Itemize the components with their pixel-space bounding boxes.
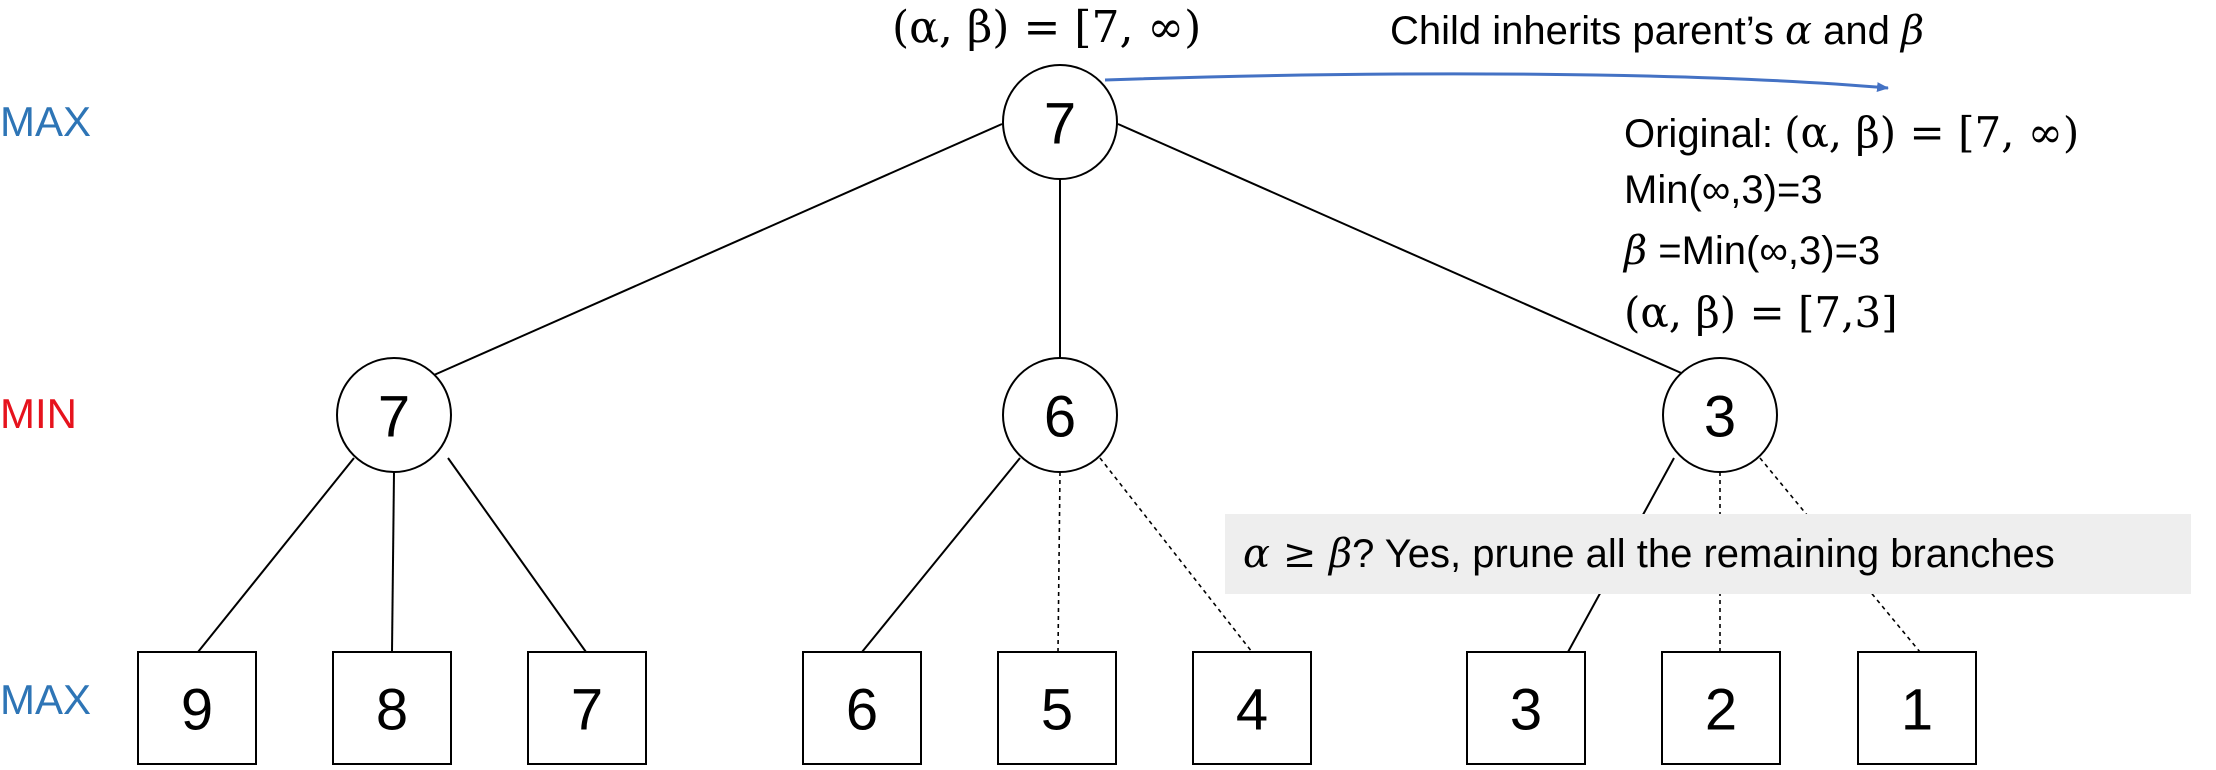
prune-callout: α ≥ β? Yes, prune all the remaining bran… xyxy=(1225,514,2191,594)
leaf-node-8 xyxy=(332,651,452,765)
calc-line-2: Min(∞,3)=3 xyxy=(1624,168,1823,212)
edge-min-left-to-leaf-7 xyxy=(447,457,587,653)
leaf-value-6: 6 xyxy=(846,678,878,743)
root-node xyxy=(1002,64,1118,180)
leaf-value-9: 9 xyxy=(181,678,213,743)
leaf-node-1 xyxy=(1857,651,1977,765)
inherit-arrow xyxy=(1104,72,1889,93)
edge-root-to-min-right xyxy=(1117,123,1689,377)
leaf-value-8: 8 xyxy=(376,678,408,743)
leaf-node-3 xyxy=(1466,651,1586,765)
leaf-value-3: 3 xyxy=(1510,678,1542,743)
min-node-middle-value: 6 xyxy=(1044,385,1076,450)
inherit-note-and: and xyxy=(1812,9,1902,53)
calc-line-3: β =Min(∞,3)=3 xyxy=(1624,228,1880,274)
leaf-node-2 xyxy=(1661,651,1781,765)
min-node-left-value: 7 xyxy=(378,385,410,450)
inherit-note-beta: β xyxy=(1901,8,1925,54)
edge-min-left-to-leaf-8 xyxy=(391,471,395,653)
level-label-min: MIN xyxy=(0,390,77,437)
calc-line-1: Original: (α, β) = [7, ∞) xyxy=(1624,108,2079,157)
level-label-max-top: MAX xyxy=(0,98,92,145)
root-node-value: 7 xyxy=(1044,92,1076,157)
level-label-max-bottom: MAX xyxy=(0,676,92,723)
leaf-value-4: 4 xyxy=(1236,678,1268,743)
prune-callout-text: ? Yes, prune all the remaining branches xyxy=(1352,531,2055,576)
calc-line-1-math: (α, β) = [7, ∞) xyxy=(1784,108,2080,157)
edge-min-middle-to-leaf-5 xyxy=(1057,471,1061,653)
leaf-node-5 xyxy=(997,651,1117,765)
leaf-value-5: 5 xyxy=(1041,678,1073,743)
min-node-left xyxy=(336,357,452,473)
edge-min-right-to-leaf-1 xyxy=(1759,457,1921,653)
leaf-value-2: 2 xyxy=(1705,678,1737,743)
inherit-note-text: Child inherits parent’s xyxy=(1390,9,1786,53)
prune-callout-math: α ≥ β xyxy=(1243,531,1353,577)
edge-min-middle-to-leaf-6 xyxy=(861,457,1021,653)
min-node-right xyxy=(1662,357,1778,473)
min-node-right-value: 3 xyxy=(1704,385,1736,450)
leaf-value-1: 1 xyxy=(1901,678,1933,743)
calc-line-3-rest: =Min(∞,3)=3 xyxy=(1647,229,1881,273)
edge-root-to-min-left xyxy=(433,123,1003,376)
leaf-value-7: 7 xyxy=(571,678,603,743)
edge-min-left-to-leaf-9 xyxy=(197,457,355,653)
calc-line-3-beta: β xyxy=(1624,228,1648,274)
inherit-note-alpha: α xyxy=(1785,8,1813,54)
calc-line-1-prefix: Original: xyxy=(1624,112,1785,156)
leaf-node-7 xyxy=(527,651,647,765)
calc-line-4: (α, β) = [7,3] xyxy=(1624,288,1898,337)
inherit-note: Child inherits parent’s α and β xyxy=(1390,8,1924,54)
edge-min-middle-to-leaf-4 xyxy=(1099,457,1253,653)
leaf-node-6 xyxy=(802,651,922,765)
leaf-node-9 xyxy=(137,651,257,765)
root-bounds-label: (α, β) = [7, ∞) xyxy=(892,2,1202,53)
leaf-node-4 xyxy=(1192,651,1312,765)
min-node-middle xyxy=(1002,357,1118,473)
